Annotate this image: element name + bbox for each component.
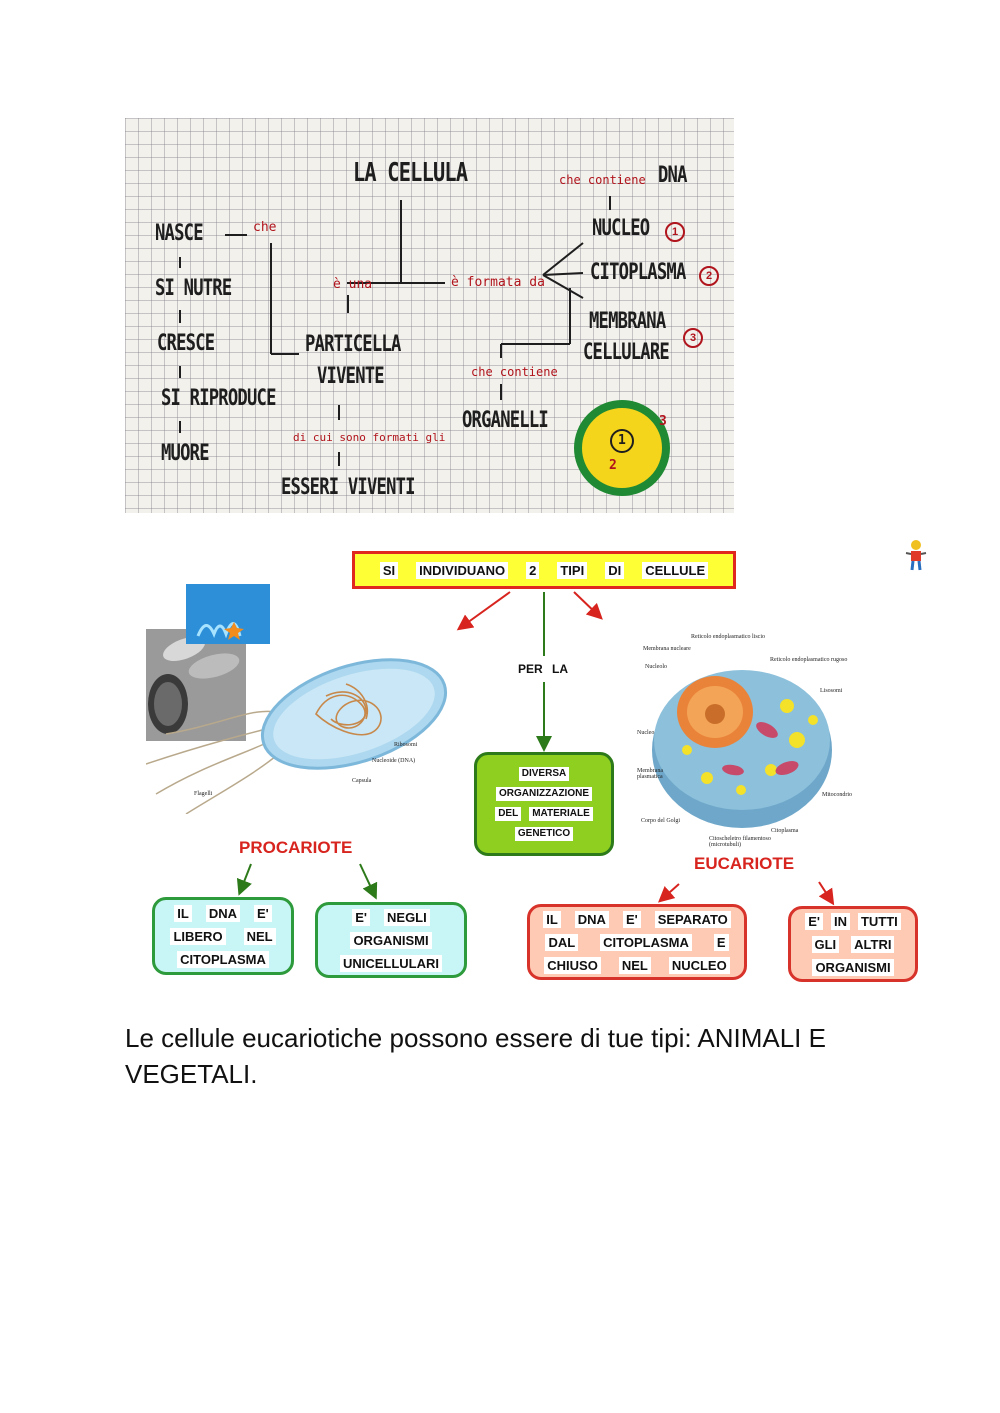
- box-word: TUTTI: [857, 912, 901, 930]
- diagram-number-1: 1: [618, 433, 626, 448]
- box-word: ORGANISMI: [812, 958, 894, 976]
- box-word: E': [352, 908, 371, 926]
- tag-flagelli: Flagelli: [194, 791, 213, 797]
- box-word: E': [622, 910, 641, 928]
- prokaryote-illustration: Ribosomi Nucleoide (DNA) Capsula Flagell…: [145, 584, 456, 815]
- box-word: CHIUSO: [544, 956, 601, 974]
- genetic-organization-box: DIVERSA ORGANIZZAZIONE DEL MATERIALE GENE…: [474, 752, 614, 856]
- tag-nucleolo: Nucleolo: [645, 664, 667, 670]
- notebook-concept-map: LA CELLULA NASCE SI NUTRE CRESCE SI RIPR…: [125, 118, 734, 513]
- procariote-box-unicellulari: E' NEGLI ORGANISMI UNICELLULARI: [315, 902, 467, 978]
- box-word: IN: [830, 912, 850, 930]
- left-item-si-nutre: SI NUTRE: [155, 276, 232, 301]
- concept-map-title: SI INDIVIDUANO 2 TIPI DI CELLULE: [352, 551, 736, 589]
- part-membrana: MEMBRANA: [589, 309, 666, 334]
- box-word: DAL: [545, 933, 579, 951]
- box-word: NEGLI: [384, 908, 430, 926]
- box-word: NUCLEO: [668, 956, 730, 974]
- box-word: E': [805, 912, 823, 930]
- left-item-si-riproduce: SI RIPRODUCE: [161, 386, 276, 411]
- box-word: CITOPLASMA: [177, 950, 269, 968]
- notebook-title: LA CELLULA: [353, 158, 468, 188]
- diagram-number-2: 2: [609, 458, 617, 473]
- tag-membrana-nucleare: Membrana nucleare: [643, 646, 691, 652]
- left-item-nasce: NASCE: [155, 221, 204, 246]
- procariote-label: PROCARIOTE: [239, 838, 353, 857]
- connector-che: che: [253, 220, 277, 235]
- box-word: IL: [543, 910, 561, 928]
- box-word: LIBERO: [170, 927, 226, 945]
- box-word: ORGANISMI: [350, 931, 432, 949]
- tag-reticolo-rugoso: Reticolo endoplasmatico rugoso: [770, 657, 848, 663]
- procariote-box-dna-libero: IL DNA E' LIBERO NEL CITOPLASMA: [152, 897, 294, 975]
- title-word: TIPI: [557, 561, 588, 579]
- diagram-number-3: 3: [659, 414, 667, 429]
- box-word: GLI: [811, 935, 840, 953]
- part-nucleo: NUCLEO: [592, 216, 650, 241]
- box-word: DNA: [205, 904, 240, 922]
- eukaryote-cell-image: [652, 670, 832, 828]
- part-number-2: 2: [699, 266, 719, 286]
- eucariote-box-dna-separato: IL DNA E' SEPARATO DAL CITOPLASMA E CHIUSO NEL…: [527, 904, 747, 980]
- box-word: SEPARATO: [654, 910, 731, 928]
- box-word: NEL: [618, 956, 651, 974]
- tag-nucleoide: Nucleoide (DNA): [372, 758, 416, 764]
- box-word: E': [253, 904, 272, 922]
- title-word: DI: [605, 561, 625, 579]
- connector-e-una: è una: [333, 277, 373, 292]
- part-number-3: 3: [683, 328, 703, 348]
- eucariote-label: EUCARIOTE: [694, 854, 795, 873]
- organelli-label: ORGANELLI: [462, 408, 549, 433]
- eucariote-box-altri-organismi: E' IN TUTTI GLI ALTRI ORGANISMI: [788, 906, 918, 982]
- connector-che-contiene-organelli: che contiene: [471, 365, 558, 379]
- part-number-1: 1: [665, 222, 685, 242]
- tag-ribosomi: Ribosomi: [394, 742, 418, 748]
- tag-lisosomi: Lisosomi: [820, 688, 843, 694]
- box-word: DIVERSA: [518, 767, 570, 781]
- box-word: ORGANIZZAZIONE: [496, 787, 592, 801]
- connector-di-cui: di cui sono formati gli: [293, 431, 446, 444]
- title-word: INDIVIDUANO: [416, 561, 509, 579]
- dna-label: DNA: [658, 163, 687, 188]
- tag-citoplasma: Citoplasma: [771, 828, 799, 834]
- per-la-label: PER LA: [518, 662, 569, 676]
- box-word: NEL: [243, 927, 276, 945]
- box-word: MATERIALE: [529, 807, 593, 821]
- prokaryote-cell-image: [145, 584, 448, 815]
- tag-nucleo: Nucleo: [637, 730, 655, 736]
- particella-line-1: PARTICELLA: [305, 332, 401, 357]
- box-word: DEL: [495, 807, 522, 821]
- title-word: 2: [526, 561, 540, 579]
- tag-citoscheletro: Citoscheletro filamentoso (microtubuli): [709, 836, 771, 848]
- connector-che-contiene-dna: che contiene: [559, 173, 646, 187]
- box-word: IL: [174, 904, 192, 922]
- tag-membrana-plasmatica: Membrana plasmatica: [637, 768, 663, 780]
- eukaryote-illustration: Reticolo endoplasmatico liscio Membrana …: [637, 620, 862, 848]
- notebook-lines: [179, 196, 670, 496]
- box-word: ALTRI: [851, 935, 895, 953]
- tag-mitocondrio: Mitocondrio: [822, 792, 852, 798]
- part-cellulare: CELLULARE: [583, 340, 670, 365]
- box-word: GENETICO: [514, 827, 574, 841]
- tag-capsula: Capsula: [352, 778, 372, 784]
- part-citoplasma: CITOPLASMA: [590, 260, 686, 285]
- tag-reticolo-liscio: Reticolo endoplasmatico liscio: [691, 634, 765, 640]
- box-word: E: [713, 933, 729, 951]
- box-word: CITOPLASMA: [600, 933, 692, 951]
- concept-map-arrows: [236, 591, 835, 906]
- left-item-muore: MUORE: [161, 441, 210, 466]
- box-word: UNICELLULARI: [339, 954, 443, 972]
- esseri-viventi: ESSERI VIVENTI: [281, 475, 416, 500]
- particella-line-2: VIVENTE: [317, 364, 385, 389]
- title-word: SI: [379, 561, 399, 579]
- body-paragraph: Le cellule eucariotiche possono essere d…: [125, 1023, 826, 1089]
- left-item-cresce: CRESCE: [157, 331, 215, 356]
- title-word: CELLULE: [642, 561, 709, 579]
- robot-mascot-icon: [905, 540, 927, 571]
- box-word: DNA: [574, 910, 609, 928]
- connector-e-formata-da: è formata da: [451, 275, 545, 290]
- tag-golgi: Corpo del Golgi: [641, 818, 680, 824]
